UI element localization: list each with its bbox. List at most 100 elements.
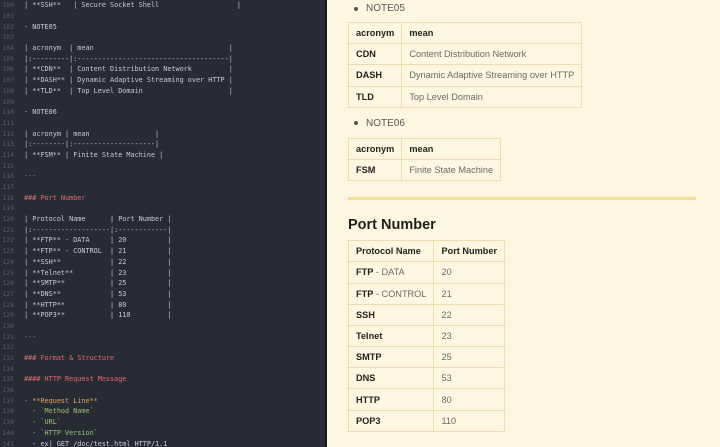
editor-line[interactable]: 132 bbox=[0, 342, 325, 353]
editor-line[interactable]: 118 ### Port Number bbox=[0, 192, 325, 203]
editor-line[interactable]: 108 | **TLD** | Top Level Domain | bbox=[0, 86, 325, 97]
line-text: | **DASH** | Dynamic Adaptive Streaming … bbox=[20, 76, 233, 85]
table-header-row: acronym mean bbox=[347, 137, 502, 160]
line-number: 100 bbox=[2, 1, 14, 10]
editor-line[interactable]: 128 | **HTTP** | 80 | bbox=[0, 299, 325, 310]
line-number: 119 bbox=[2, 204, 14, 213]
editor-line[interactable]: 126 | **SMTP** | 25 | bbox=[0, 278, 325, 289]
editor-line[interactable]: 140 - `HTTP Version` bbox=[0, 428, 325, 439]
table-header: Port Number bbox=[433, 240, 506, 263]
line-number: 103 bbox=[2, 33, 14, 42]
table-header: mean bbox=[401, 137, 502, 160]
editor-line[interactable]: 103 bbox=[0, 32, 325, 43]
line-number: 109 bbox=[2, 97, 14, 106]
line-text: | **SMTP** | 25 | bbox=[20, 279, 172, 288]
editor-line[interactable]: 125 | **Telnet** | 23 | bbox=[0, 267, 325, 278]
editor-line[interactable]: 131 --- bbox=[0, 331, 325, 342]
note06-item: NOTE06 bbox=[354, 118, 698, 129]
protocol-cell: Telnet bbox=[347, 324, 435, 348]
protocol-name: SSH bbox=[356, 309, 375, 320]
editor-line[interactable]: 133 ### Format & Structure bbox=[0, 353, 325, 364]
line-number: 112 bbox=[2, 129, 14, 138]
editor-line[interactable]: 127 | **DNS** | 53 | bbox=[0, 289, 325, 300]
line-text: - NOTE05 bbox=[20, 22, 57, 31]
line-text: - `HTTP Version` bbox=[20, 428, 98, 437]
line-number: 126 bbox=[2, 279, 14, 288]
line-text: |:---------|:---------------------------… bbox=[20, 54, 233, 63]
line-number: 107 bbox=[2, 76, 14, 85]
editor-line[interactable]: 138 - `Method Name` bbox=[0, 406, 325, 417]
line-text: | **CDN** | Content Distribution Network… bbox=[20, 65, 233, 74]
protocol-cell: FTP - DATA bbox=[347, 261, 435, 284]
editor-line[interactable]: 105 |:---------|:-----------------------… bbox=[0, 53, 325, 64]
bullet-dot bbox=[354, 121, 358, 126]
editor-line[interactable]: 101 bbox=[0, 11, 325, 22]
editor-line[interactable]: 113 |:--------|:--------------------| bbox=[0, 139, 325, 150]
editor-line[interactable]: 109 bbox=[0, 96, 325, 107]
line-number: 108 bbox=[2, 86, 14, 95]
line-text: | acronym | mean | bbox=[20, 44, 233, 53]
editor-line[interactable]: 102 - NOTE05 bbox=[0, 21, 325, 32]
editor-line[interactable]: 123 | **FTP** - CONTROL | 21 | bbox=[0, 246, 325, 257]
table-header: mean bbox=[401, 21, 583, 45]
line-text: | Protocol Name | Port Number | bbox=[20, 215, 172, 224]
line-text: - **Request Line** bbox=[20, 396, 98, 405]
editor-line[interactable]: 136 bbox=[0, 385, 325, 396]
editor-line[interactable]: 130 bbox=[0, 321, 325, 332]
editor-line[interactable]: 139 - `URL` bbox=[0, 417, 325, 428]
editor-line[interactable]: 119 bbox=[0, 203, 325, 214]
editor-line[interactable]: 141 - ex) GET /doc/test.html HTTP/1.1 bbox=[0, 438, 325, 447]
editor-line[interactable]: 111 bbox=[0, 118, 325, 129]
section-heading-port-number: Port Number bbox=[348, 217, 436, 234]
editor-line[interactable]: 115 bbox=[0, 160, 325, 171]
editor-line[interactable]: 114 | **FSM** | Finite State Machine | bbox=[0, 150, 325, 161]
editor-line[interactable]: 122 | **FTP** - DATA | 20 | bbox=[0, 235, 325, 246]
editor-line[interactable]: 117 bbox=[0, 182, 325, 193]
note05-table: acronym mean CDN Content Distribution Ne… bbox=[347, 21, 583, 108]
line-number: 140 bbox=[2, 428, 14, 437]
line-text: | **POP3** | 110 | bbox=[20, 311, 172, 320]
line-number: 120 bbox=[2, 215, 14, 224]
editor-line[interactable]: 107 | **DASH** | Dynamic Adaptive Stream… bbox=[0, 75, 325, 86]
editor-line[interactable]: 134 bbox=[0, 363, 325, 374]
line-number: 106 bbox=[2, 65, 14, 74]
line-number: 114 bbox=[2, 150, 14, 159]
line-number: 137 bbox=[2, 396, 14, 405]
line-text: |:-------------------|:------------| bbox=[20, 225, 172, 234]
line-text: ### Port Number bbox=[20, 193, 86, 202]
table-header: acronym bbox=[347, 137, 403, 160]
editor-line[interactable]: 104 | acronym | mean | bbox=[0, 43, 325, 54]
line-number: 128 bbox=[2, 300, 14, 309]
line-number: 104 bbox=[2, 44, 14, 53]
editor-line[interactable]: 106 | **CDN** | Content Distribution Net… bbox=[0, 64, 325, 75]
protocol-name: FTP bbox=[356, 267, 374, 278]
editor-line[interactable]: 110 - NOTE06 bbox=[0, 107, 325, 118]
table-row: FSM Finite State Machine bbox=[347, 158, 502, 182]
editor-line[interactable]: 120 | Protocol Name | Port Number | bbox=[0, 214, 325, 225]
editor-line[interactable]: 129 | **POP3** | 110 | bbox=[0, 310, 325, 321]
editor-line[interactable]: 112 | acronym | mean | bbox=[0, 128, 325, 139]
editor-line[interactable]: 135 #### HTTP Request Message bbox=[0, 374, 325, 385]
editor-line[interactable]: 137 - **Request Line** bbox=[0, 395, 325, 406]
line-number: 130 bbox=[2, 321, 14, 330]
mean-cell: Content Distribution Network bbox=[401, 43, 583, 66]
editor-line[interactable]: 124 | **SSH** | 22 | bbox=[0, 257, 325, 268]
table-row: CDN Content Distribution Network bbox=[347, 43, 583, 66]
table-header-row: acronym mean bbox=[347, 21, 583, 45]
editor-line[interactable]: 116 --- bbox=[0, 171, 325, 182]
line-number: 121 bbox=[2, 225, 14, 234]
editor-line[interactable]: 100 | **SSH** | Secure Socket Shell | bbox=[0, 0, 325, 11]
line-number: 118 bbox=[2, 193, 14, 202]
protocol-suffix: - CONTROL bbox=[373, 288, 427, 299]
line-text: | **HTTP** | 80 | bbox=[20, 300, 172, 309]
table-row: TLD Top Level Domain bbox=[347, 85, 583, 108]
line-number: 129 bbox=[2, 311, 14, 320]
table-header-row: Protocol Name Port Number bbox=[347, 240, 506, 263]
markdown-editor[interactable]: 100 | **SSH** | Secure Socket Shell |101… bbox=[0, 0, 327, 447]
editor-line[interactable]: 121 |:-------------------|:------------| bbox=[0, 224, 325, 235]
protocol-cell: POP3 bbox=[347, 409, 435, 432]
